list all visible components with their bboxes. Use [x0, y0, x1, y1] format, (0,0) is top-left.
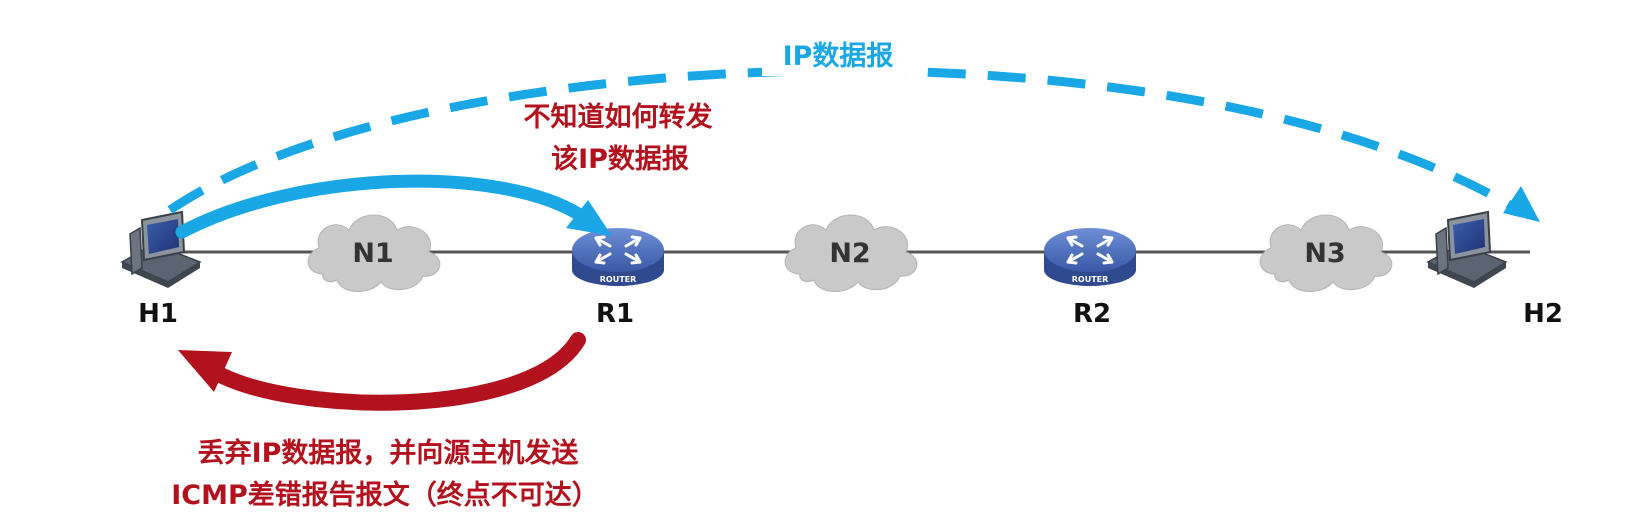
router-caption-R1: ROUTER	[600, 275, 637, 284]
host-H1	[120, 210, 202, 288]
router-label-R1: R1	[596, 299, 634, 329]
forward-arrow	[175, 174, 587, 239]
router-R1: ROUTER	[572, 228, 664, 286]
network-label-N2: N2	[829, 238, 870, 269]
network-label-N1: N1	[352, 238, 393, 269]
datagram-label-bg	[762, 36, 914, 76]
router-icon: ROUTER	[1044, 228, 1136, 286]
icmp-return-arrow	[207, 332, 586, 411]
router-caption-R2: ROUTER	[1072, 275, 1109, 284]
forward-arrowhead	[566, 200, 612, 236]
network-label-N3: N3	[1304, 238, 1345, 269]
discard-note-line2: ICMP差错报告报文（终点不可达）	[171, 479, 599, 511]
network-N3: N3	[1259, 214, 1393, 292]
router-R2: ROUTER	[1044, 228, 1136, 286]
host-label-H1: H1	[138, 299, 178, 329]
unknown-forward-note-line1: 不知道如何转发	[524, 101, 713, 133]
network-N1: N1	[307, 214, 441, 292]
icmp-return-arrowhead	[178, 350, 232, 392]
computer-icon	[120, 210, 202, 288]
router-icon: ROUTER	[572, 228, 664, 286]
cloud-icon	[784, 214, 918, 292]
router-label-R2: R2	[1073, 299, 1111, 329]
host-label-H2: H2	[1523, 299, 1563, 329]
cloud-icon	[307, 214, 441, 292]
unknown-forward-note-line2: 该IP数据报	[551, 143, 689, 175]
discard-note-line1: 丢弃IP数据报，并向源主机发送	[198, 437, 579, 469]
cloud-icon	[1259, 214, 1393, 292]
computer-icon	[1426, 210, 1508, 288]
network-N2: N2	[784, 214, 918, 292]
datagram-path-arrowhead	[1503, 186, 1540, 222]
datagram-label: IP数据报	[783, 41, 894, 72]
host-H2	[1426, 210, 1508, 288]
